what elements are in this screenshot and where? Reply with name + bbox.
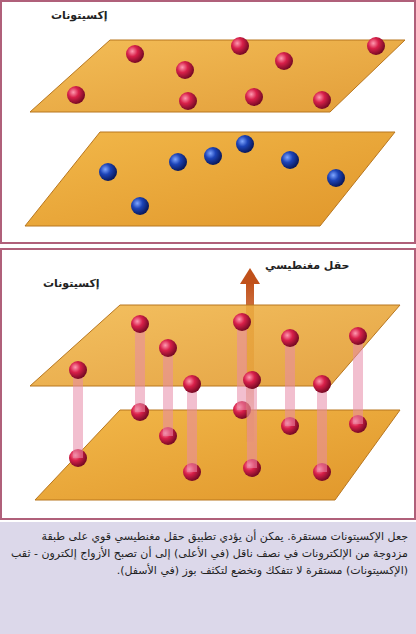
panel-frame xyxy=(1,249,415,519)
exciton-label: إكسيتونات xyxy=(48,8,111,23)
exciton-label: إكسيتونات xyxy=(40,276,103,291)
exciton-top-spheres xyxy=(69,313,367,393)
semiconductor-layer xyxy=(30,40,405,112)
exciton-bonds xyxy=(73,322,363,472)
semiconductor-layer xyxy=(35,410,400,500)
electron-spheres xyxy=(67,37,385,110)
field-label: حقل مغنطيسي xyxy=(262,258,353,273)
semiconductor-layer xyxy=(25,132,395,226)
semiconductor-layer xyxy=(30,305,400,386)
hole-spheres xyxy=(99,135,345,215)
figure-caption: جعل الإكسيتونات مستقرة. يمكن أن يؤدي تطب… xyxy=(0,522,416,634)
panel-frame xyxy=(1,1,415,243)
